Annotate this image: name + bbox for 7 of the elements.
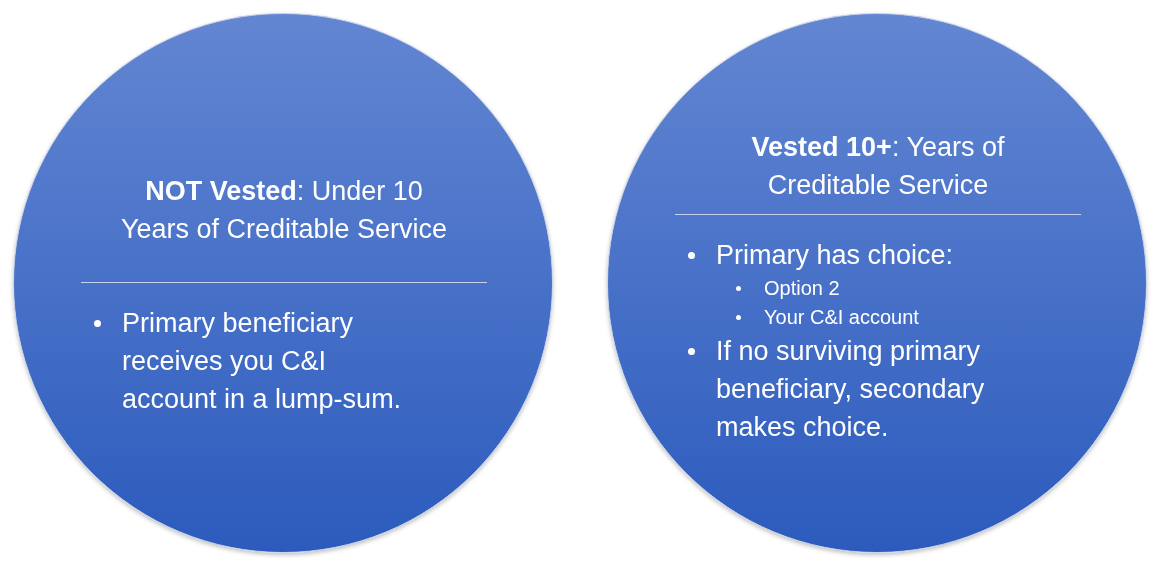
sub-bullet-point: Your C&I account — [734, 303, 1036, 332]
bullet-point: Primary has choice: — [686, 236, 1036, 274]
circle-heading: NOT Vested: Under 10 Years of Creditable Service — [119, 175, 449, 246]
sub-bullet-point: Option 2 — [734, 274, 1036, 303]
circle-heading: Vested 10+: Years of Creditable Service — [750, 131, 1006, 202]
bullet-point: If no surviving primary beneficiary, secondary makes choice. — [686, 332, 1036, 446]
bullet-point: Primary beneficiary receives you C&I account in a lump-sum. — [92, 304, 422, 418]
